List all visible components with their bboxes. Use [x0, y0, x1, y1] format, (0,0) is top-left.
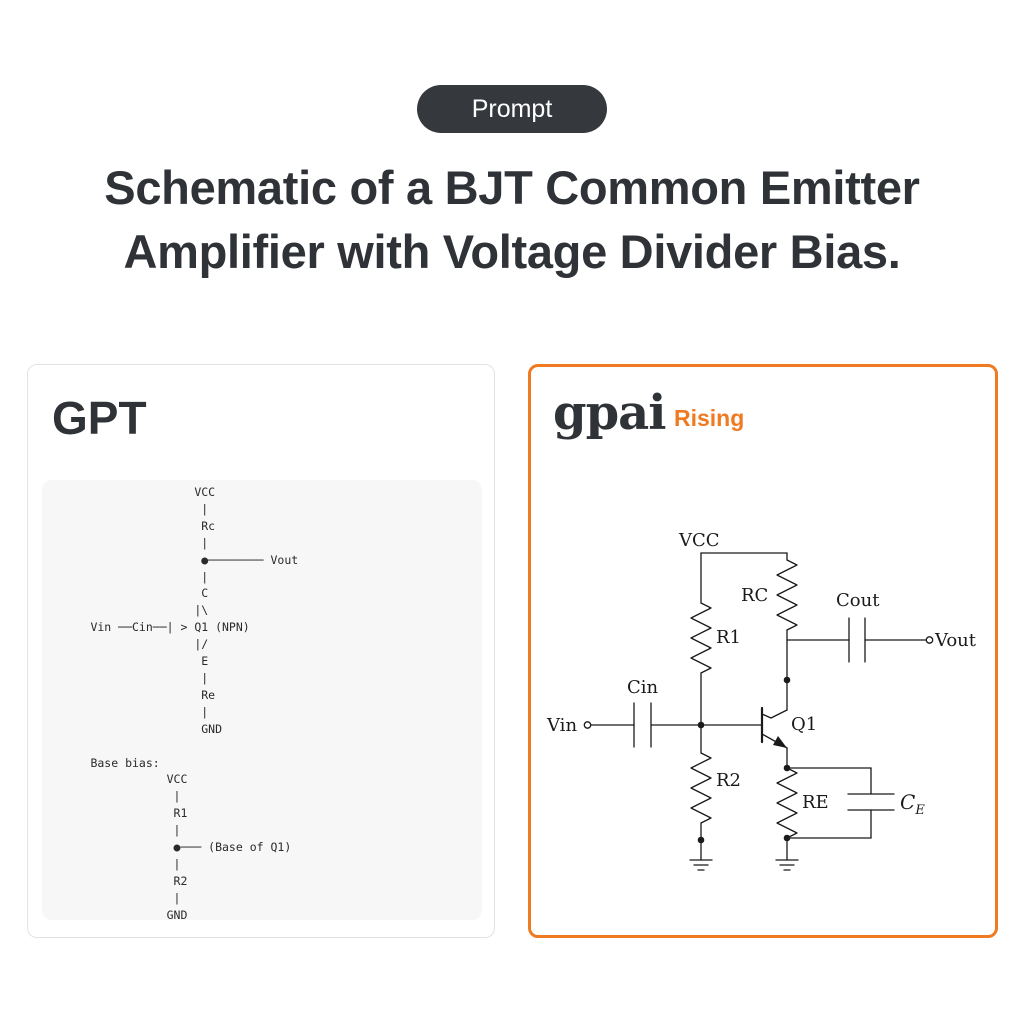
- prompt-pill: Prompt: [417, 85, 607, 133]
- gpt-panel-title: GPT: [52, 392, 147, 444]
- gpt-panel: GPT VCC | Rc | ●──────── Vout | C: [27, 364, 495, 938]
- title-line-1: Schematic of a BJT Common Emitter: [104, 161, 920, 214]
- ascii-schematic-box: VCC | Rc | ●──────── Vout | C |\: [42, 480, 482, 922]
- gpai-panel-title: gpai: [553, 385, 666, 441]
- rising-badge: Rising: [674, 405, 745, 431]
- title-line-2: Amplifier with Voltage Divider Bias.: [123, 225, 901, 278]
- ascii-schematic: VCC | Rc | ●──────── Vout | C |\: [90, 485, 299, 922]
- page-title: Schematic of a BJT Common Emitter Amplif…: [0, 156, 1024, 284]
- gpai-panel: gpai Rising: [528, 364, 998, 938]
